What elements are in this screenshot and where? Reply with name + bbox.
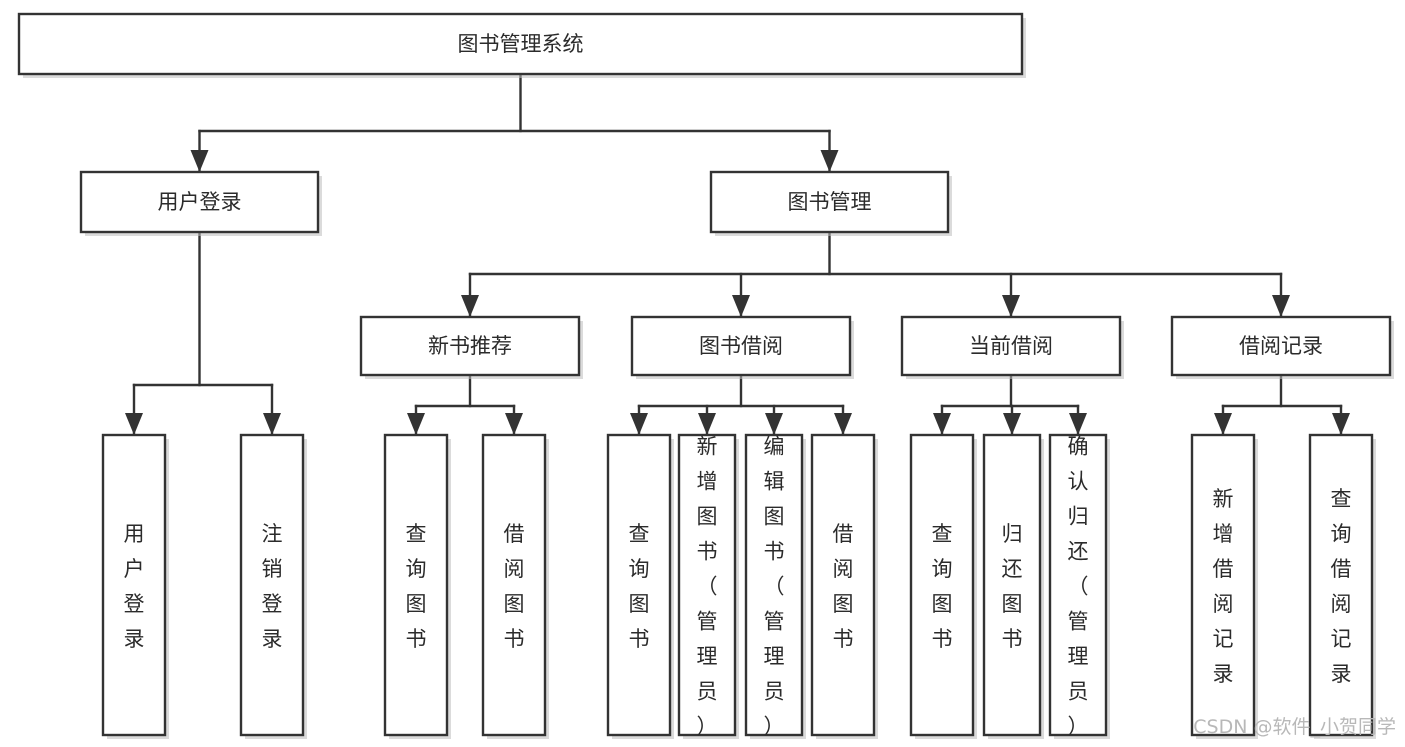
node-label: 查询图书 bbox=[406, 522, 427, 651]
node-leaf-query-book-borrow[interactable]: 查询图书 bbox=[606, 433, 674, 739]
node-box bbox=[810, 433, 876, 737]
arrow-head bbox=[461, 295, 479, 317]
node-label: 确认归还（管理员） bbox=[1068, 435, 1089, 739]
node-leaf-add-book-admin[interactable]: 新增图书（管理员） bbox=[677, 433, 739, 740]
arrow-head bbox=[1002, 295, 1020, 317]
arrow-head bbox=[125, 413, 143, 435]
node-box bbox=[481, 433, 547, 737]
node-book-manage[interactable]: 图书管理 bbox=[709, 170, 952, 236]
node-label: 新书推荐 bbox=[428, 334, 512, 358]
node-box bbox=[359, 315, 581, 377]
node-box bbox=[1308, 433, 1374, 737]
node-label: 借阅记录 bbox=[1239, 334, 1323, 358]
node-layer: 图书管理系统用户登录图书管理新书推荐图书借阅当前借阅借阅记录用户登录注销登录查询… bbox=[17, 12, 1394, 740]
node-leaf-return-book[interactable]: 归还图书 bbox=[982, 433, 1044, 739]
node-label: 用户登录 bbox=[158, 190, 242, 214]
node-label: 新增借阅记录 bbox=[1213, 487, 1234, 686]
node-user-login[interactable]: 用户登录 bbox=[79, 170, 322, 236]
node-leaf-borrow-book[interactable]: 借阅图书 bbox=[810, 433, 878, 739]
node-leaf-confirm-return-admin[interactable]: 确认归还（管理员） bbox=[1048, 433, 1110, 740]
node-box bbox=[1170, 315, 1392, 377]
node-label: 图书管理系统 bbox=[458, 32, 584, 56]
node-label: 查询图书 bbox=[932, 522, 953, 651]
arrow-head bbox=[732, 295, 750, 317]
node-leaf-query-book-current[interactable]: 查询图书 bbox=[909, 433, 977, 739]
arrow-head bbox=[1272, 295, 1290, 317]
node-label: 归还图书 bbox=[1002, 522, 1023, 651]
node-label: 图书管理 bbox=[788, 190, 872, 214]
node-leaf-user-login[interactable]: 用户登录 bbox=[101, 433, 169, 739]
node-label: 查询借阅记录 bbox=[1331, 487, 1352, 686]
node-borrow-record[interactable]: 借阅记录 bbox=[1170, 315, 1394, 379]
node-label: 新增图书（管理员） bbox=[697, 435, 718, 739]
arrow-head bbox=[765, 413, 783, 435]
node-box bbox=[79, 170, 320, 234]
node-leaf-query-borrow-record[interactable]: 查询借阅记录 bbox=[1308, 433, 1376, 739]
node-box bbox=[982, 433, 1042, 737]
node-label: 图书借阅 bbox=[699, 334, 783, 358]
node-root[interactable]: 图书管理系统 bbox=[17, 12, 1026, 78]
arrow-head bbox=[263, 413, 281, 435]
arrow-head bbox=[1332, 413, 1350, 435]
node-label: 编辑图书（管理员） bbox=[764, 435, 785, 739]
arrow-head bbox=[820, 150, 839, 172]
node-leaf-borrow-book-recommend[interactable]: 借阅图书 bbox=[481, 433, 549, 739]
node-box bbox=[383, 433, 449, 737]
arrow-head bbox=[407, 413, 425, 435]
node-leaf-query-book-recommend[interactable]: 查询图书 bbox=[383, 433, 451, 739]
node-box bbox=[1190, 433, 1256, 737]
node-label: 查询图书 bbox=[629, 522, 650, 651]
arrow-head bbox=[1214, 413, 1232, 435]
arrow-head bbox=[505, 413, 523, 435]
csdn-watermark: CSDN @软件_小贺同学 bbox=[1193, 716, 1396, 738]
node-box bbox=[630, 315, 852, 377]
arrow-head bbox=[834, 413, 852, 435]
arrow-head bbox=[933, 413, 951, 435]
node-leaf-add-borrow-record[interactable]: 新增借阅记录 bbox=[1190, 433, 1258, 739]
node-label: 注销登录 bbox=[262, 522, 283, 651]
node-current-borrow[interactable]: 当前借阅 bbox=[900, 315, 1124, 379]
node-label: 借阅图书 bbox=[833, 522, 854, 651]
node-new-book-recommend[interactable]: 新书推荐 bbox=[359, 315, 583, 379]
node-book-borrow[interactable]: 图书借阅 bbox=[630, 315, 854, 379]
node-box bbox=[606, 433, 672, 737]
arrow-head bbox=[630, 413, 648, 435]
node-box bbox=[709, 170, 950, 234]
node-box bbox=[101, 433, 167, 737]
arrow-head bbox=[1003, 413, 1021, 435]
node-box bbox=[744, 433, 804, 737]
connector-layer bbox=[125, 72, 1350, 437]
node-box bbox=[900, 315, 1122, 377]
node-label: 用户登录 bbox=[124, 522, 145, 651]
arrow-head bbox=[1069, 413, 1087, 435]
node-box bbox=[677, 433, 737, 737]
arrow-head bbox=[698, 413, 716, 435]
node-label: 当前借阅 bbox=[969, 334, 1053, 358]
node-box bbox=[1048, 433, 1108, 737]
node-leaf-edit-book-admin[interactable]: 编辑图书（管理员） bbox=[744, 433, 806, 740]
arrow-head bbox=[190, 150, 209, 172]
node-leaf-user-logout[interactable]: 注销登录 bbox=[239, 433, 307, 739]
node-box bbox=[17, 12, 1024, 76]
node-box bbox=[239, 433, 305, 737]
node-label: 借阅图书 bbox=[504, 522, 525, 651]
node-box bbox=[909, 433, 975, 737]
